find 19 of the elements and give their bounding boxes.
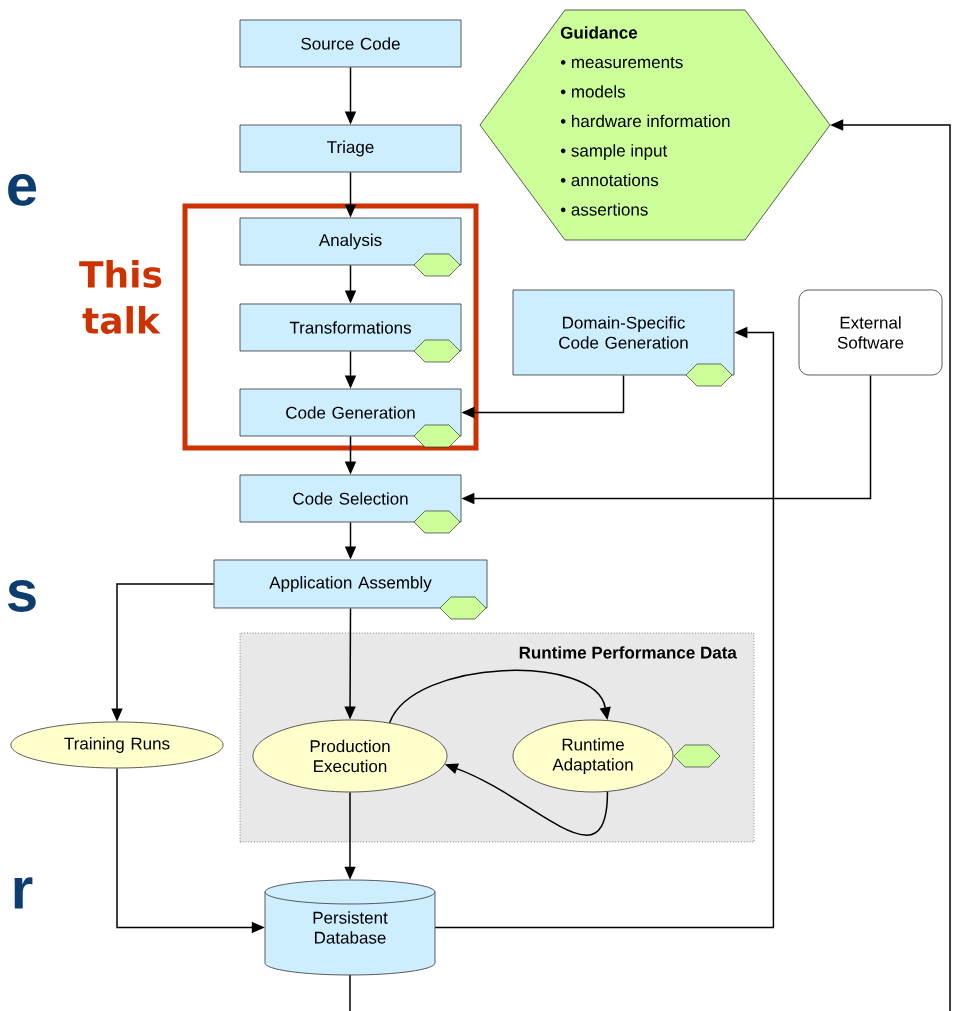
slide-letter: r: [14, 877, 33, 909]
process-box: Triage: [239, 124, 462, 173]
database-cylinder: Persistent Database: [264, 879, 436, 976]
process-box: Code Generation: [239, 388, 462, 437]
ellipse-node: Production Execution: [252, 719, 448, 793]
ellipse-node: Runtime Adaptation: [512, 719, 674, 793]
node-label: This talk: [79, 260, 162, 334]
process-box: Analysis: [239, 217, 462, 266]
ellipse-node: Training Runs: [10, 721, 224, 769]
arrow: [388, 669, 611, 724]
process-box: Code Selection: [239, 474, 462, 523]
process-box: Source Code: [239, 19, 462, 68]
slide-letter: e: [8, 174, 37, 206]
rounded-box: External Software: [798, 289, 943, 376]
process-box: Application Assembly: [213, 559, 488, 609]
guidance-hexagon: Guidance • measurements • models • hardware information • sample input • annotations • assertions: [479, 9, 831, 241]
process-box: Transformations: [239, 303, 462, 352]
slide-letter: s: [7, 580, 36, 612]
process-box: Domain-Specific Code Generation: [512, 289, 735, 376]
